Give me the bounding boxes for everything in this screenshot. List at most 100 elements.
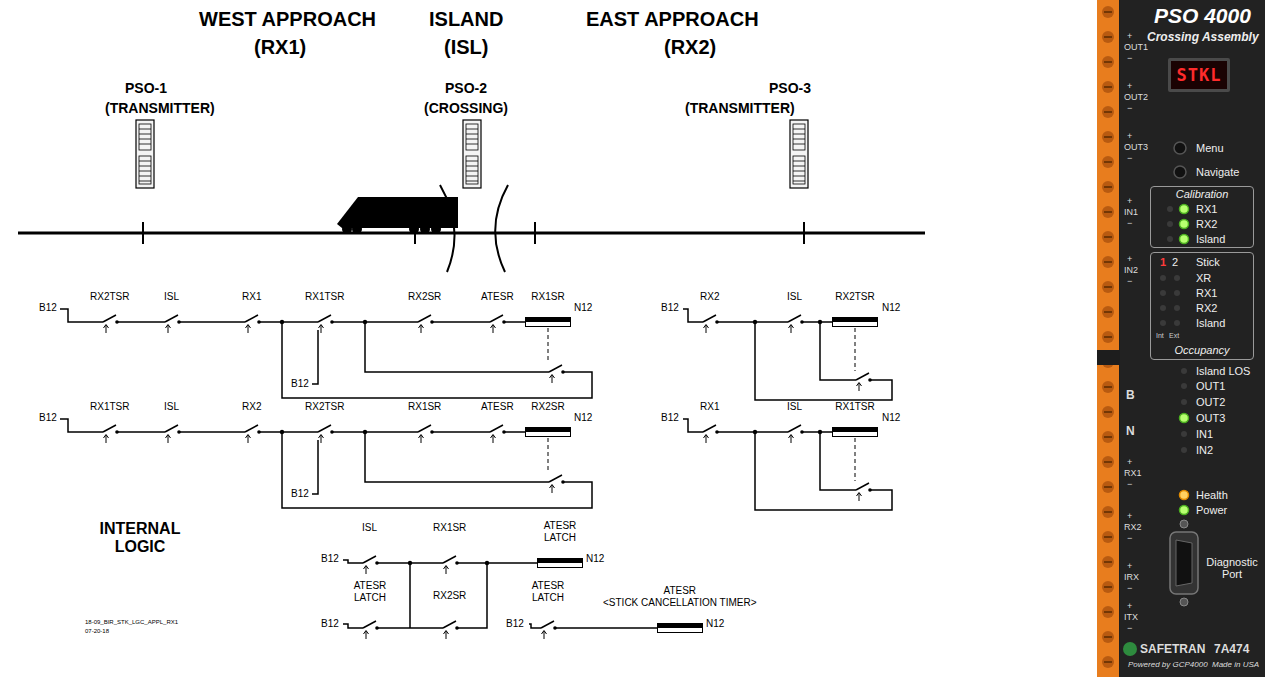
relay-label: B12	[321, 553, 339, 565]
device-panel	[1167, 221, 1173, 227]
device-panel	[1181, 383, 1187, 389]
relay-label: RX2TSR	[305, 401, 344, 413]
latch-circuit	[408, 561, 412, 565]
latch-circuit	[435, 556, 465, 574]
indicator-label: IN2	[1196, 444, 1213, 456]
region-title: ISLAND	[429, 8, 503, 31]
relay-label: RX1TSR	[305, 291, 344, 303]
relay-label: ATESR	[481, 401, 514, 413]
indicator-label: RX2	[1196, 218, 1217, 230]
relay-coil: ATESR LATCH	[537, 520, 583, 568]
device-panel	[1160, 320, 1166, 326]
terminal-label: +	[1127, 31, 1132, 42]
relay-label: N12	[586, 553, 604, 565]
indicator-label: Island LOS	[1196, 365, 1250, 377]
latch-circuit	[485, 561, 489, 565]
indicator-label: OUT3	[1196, 412, 1225, 424]
track-illustration	[409, 224, 419, 234]
terminal-label: +	[1127, 511, 1132, 522]
device-panel	[1180, 220, 1189, 229]
device-panel	[1174, 275, 1180, 281]
track-illustration	[18, 232, 925, 235]
brand-text: Made in USA	[1212, 660, 1259, 670]
relay-label: N12	[882, 412, 900, 424]
terminal-label: +	[1127, 81, 1132, 92]
device-panel	[1174, 305, 1180, 311]
indicator-label: Navigate	[1196, 166, 1239, 178]
terminal-label: +	[1127, 561, 1132, 572]
relay-label: B12	[661, 412, 679, 424]
device-panel	[1097, 365, 1119, 677]
track-illustration	[342, 224, 352, 234]
terminal-label: OUT1	[1124, 42, 1148, 53]
terminal-label: RX2	[1124, 522, 1142, 533]
relay-label: B12	[506, 618, 524, 630]
device-panel	[1181, 447, 1187, 453]
device-panel	[1160, 290, 1166, 296]
track-illustration	[136, 120, 154, 188]
device-panel	[1097, 0, 1119, 350]
indicator-label: 1	[1160, 256, 1166, 268]
ladder-circuit	[60, 309, 892, 510]
relay-label: RX1SR	[433, 522, 466, 534]
latch-circuit	[435, 621, 465, 639]
coil-label: RX1SR	[531, 291, 564, 303]
module-label: PSO-1	[125, 80, 167, 96]
latch-circuit	[355, 621, 385, 639]
relay-label: B12	[39, 302, 57, 314]
device-panel	[1180, 520, 1188, 528]
terminal-label: −	[1127, 583, 1132, 594]
ladder-circuit	[60, 309, 592, 398]
relay-label: B12	[39, 412, 57, 424]
indicator-label: Power	[1196, 504, 1227, 516]
terminal-label: ITX	[1124, 612, 1138, 623]
device-panel	[1174, 142, 1186, 154]
relay-label: RX1TSR	[90, 401, 129, 413]
region-title: (RX1)	[254, 36, 306, 59]
terminal-label: +	[1127, 254, 1132, 265]
track-illustration	[352, 224, 362, 234]
relay-label: N12	[574, 302, 592, 314]
terminal-label: B	[1126, 388, 1135, 402]
device-panel	[1174, 290, 1180, 296]
relay-coil: RX1TSR	[832, 401, 878, 437]
relay-label: ISL	[362, 522, 377, 534]
relay-coil: RX2TSR	[832, 291, 878, 327]
ladder-circuit	[683, 309, 892, 400]
region-title: (ISL)	[444, 36, 488, 59]
indicator-label: Menu	[1196, 142, 1224, 154]
coil-symbol	[537, 558, 583, 568]
device-panel	[1160, 275, 1166, 281]
indicator-group: Calibration	[1150, 186, 1254, 248]
coil-label: RX2SR	[531, 401, 564, 413]
terminal-label: −	[1127, 218, 1132, 229]
device-panel	[1181, 431, 1187, 437]
device-panel	[1176, 540, 1192, 586]
coil-symbol	[832, 317, 878, 327]
indicator-label: RX1	[1196, 203, 1217, 215]
region-title: WEST APPROACH	[199, 8, 376, 31]
track-illustration	[337, 197, 458, 228]
track-illustration	[143, 222, 804, 244]
relay-label: ATESR LATCH	[350, 580, 390, 604]
terminal-label: N	[1126, 424, 1135, 438]
relay-label: ISL	[164, 291, 179, 303]
terminal-label: OUT2	[1124, 92, 1148, 103]
relay-label: RX2TSR	[90, 291, 129, 303]
module-label: (TRANSMITTER)	[105, 100, 215, 116]
relay-label: RX2SR	[433, 590, 466, 602]
relay-label: B12	[321, 618, 339, 630]
device-panel	[1180, 235, 1189, 244]
relay-label: B12	[291, 378, 309, 390]
indicator-label: Stick	[1196, 256, 1220, 268]
panel-subtitle: Crossing Assembly	[1147, 30, 1259, 44]
indicator-label: Island	[1196, 317, 1225, 329]
relay-label: B12	[661, 302, 679, 314]
brand-text: Powered by GCP4000	[1128, 660, 1208, 670]
terminal-label: IN2	[1124, 265, 1138, 276]
relay-coil: RX2SR	[525, 401, 571, 437]
device-panel	[1167, 206, 1173, 212]
indicator-label: OUT2	[1196, 396, 1225, 408]
coil-label: ATESR	[663, 585, 696, 597]
terminal-label: +	[1127, 131, 1132, 142]
